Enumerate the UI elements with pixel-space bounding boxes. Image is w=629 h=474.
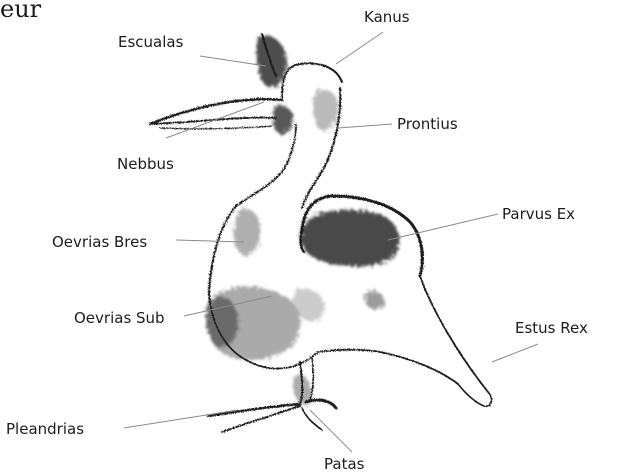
pleandrias-leader — [124, 410, 238, 428]
toe-back-stroke — [306, 400, 336, 408]
label-oevrias-bres: Oevrias Bres — [52, 233, 147, 251]
back-wash — [300, 210, 399, 267]
cropped-heading-text: eur — [0, 0, 41, 21]
label-escualas: Escualas — [118, 33, 183, 51]
label-kanus: Kanus — [364, 8, 410, 26]
head-wash — [313, 89, 339, 130]
throat-stroke — [236, 124, 296, 206]
oevrias-bres-leader — [176, 240, 244, 242]
wing-tip-stroke — [420, 276, 488, 392]
patas-leader — [310, 410, 352, 452]
eye-wash — [273, 105, 293, 134]
label-parvus-ex: Parvus Ex — [502, 205, 575, 223]
label-pleandrias: Pleandrias — [6, 420, 84, 438]
label-nebbus: Nebbus — [117, 155, 174, 173]
tail-stroke — [458, 384, 491, 406]
nebbus-leader — [166, 102, 264, 138]
kanus-leader — [336, 32, 383, 64]
wing-spot-wash — [365, 291, 385, 309]
escualas-leader — [200, 56, 266, 66]
chest-stroke — [209, 206, 236, 302]
lower-back-stroke — [318, 350, 458, 384]
label-patas: Patas — [324, 455, 364, 473]
toe-front-2-stroke — [222, 406, 300, 432]
lower-beak-underside — [160, 126, 272, 129]
prontius-leader — [338, 124, 392, 128]
label-estus-rex: Estus Rex — [515, 319, 588, 337]
estus-rex-leader — [492, 344, 538, 362]
label-oevrias-sub: Oevrias Sub — [74, 309, 165, 327]
breast-wash — [234, 209, 261, 256]
label-prontius: Prontius — [397, 115, 458, 133]
